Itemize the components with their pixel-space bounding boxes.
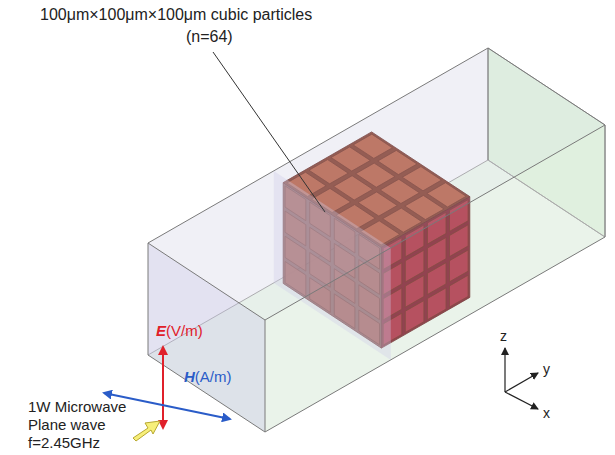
- box-edge: [148, 243, 265, 320]
- label-group: f=2.45GHz: [28, 434, 100, 452]
- incident-wave-arrow: [133, 421, 160, 441]
- field-unit: (A/m): [195, 368, 232, 386]
- label-group: x: [543, 404, 550, 422]
- domain-box-front: [148, 48, 605, 432]
- particle-label: 100μm×100μm×100μm cubic particles: [40, 6, 312, 24]
- label-group: E(V/m): [156, 322, 203, 340]
- mid-plane: [274, 171, 391, 360]
- axis-label: x: [543, 404, 550, 422]
- box-edge: [148, 243, 149, 355]
- box-edge: [488, 48, 605, 125]
- label-group: 100μm×100μm×100μm cubic particles: [40, 6, 312, 24]
- box-side-face: [265, 125, 605, 432]
- label-group: (n=64): [186, 28, 233, 46]
- wave-label: Plane wave: [28, 416, 106, 434]
- box-edge: [265, 237, 605, 432]
- box-edge: [605, 125, 606, 237]
- box-edge: [265, 320, 266, 432]
- label-group: Plane wave: [28, 416, 106, 434]
- axis-triad: [505, 348, 538, 409]
- label-group: H(A/m): [184, 368, 232, 386]
- box-edge: [148, 355, 265, 432]
- frequency-label: f=2.45GHz: [28, 434, 100, 452]
- axis-label: y: [543, 360, 550, 378]
- power-label: 1W Microwave: [28, 398, 126, 416]
- domain-box-back: [148, 48, 605, 432]
- field-symbol: H: [184, 368, 195, 386]
- axis-label: z: [500, 327, 507, 345]
- box-edge: [265, 125, 605, 320]
- count-label: (n=64): [186, 28, 233, 46]
- e-field-arrow: [162, 347, 164, 428]
- label-group: z: [500, 327, 507, 345]
- field-symbol: E: [156, 322, 166, 340]
- box-edge: [488, 48, 489, 160]
- leader-line: [213, 52, 325, 212]
- field-unit: (V/m): [166, 322, 203, 340]
- label-group: 1W Microwave: [28, 398, 126, 416]
- label-group: y: [543, 360, 550, 378]
- box-edge: [148, 48, 488, 243]
